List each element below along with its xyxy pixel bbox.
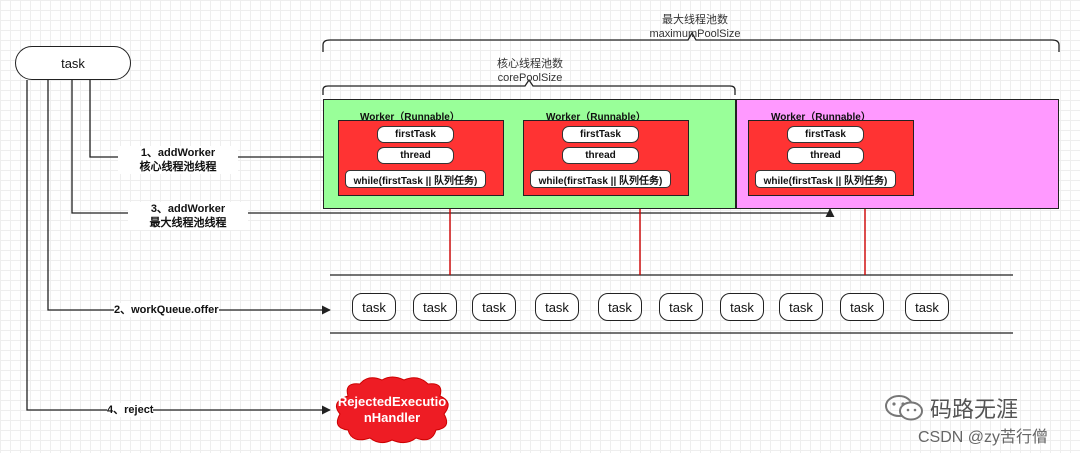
core-pool-title: 核心线程池数 — [497, 58, 563, 70]
handler-label: RejectedExecutionHandler — [337, 394, 447, 425]
queue-task[interactable]: task — [472, 293, 516, 321]
queue-task[interactable]: task — [413, 293, 457, 321]
max-pool-subtitle: maximumPoolSize — [649, 28, 741, 40]
rejected-execution-handler[interactable]: RejectedExecutionHandler — [330, 374, 454, 446]
handler-cloud-shape — [335, 376, 449, 444]
step3-line1: 3、addWorker — [150, 203, 226, 215]
step3-connector — [71, 80, 835, 218]
step2-connector — [47, 80, 331, 315]
while-loop-pill: while(firstTask || 队列任务) — [755, 170, 896, 188]
brand-text: 码路无涯 — [930, 397, 1019, 422]
step4-connector — [26, 80, 331, 415]
queue-task[interactable]: task — [535, 293, 579, 321]
max-pool-title: 最大线程池数 — [662, 14, 728, 26]
step4-label: 4、reject — [107, 403, 154, 417]
first-task-pill: firstTask — [377, 126, 454, 143]
queue-task[interactable]: task — [779, 293, 823, 321]
worker-card[interactable]: firstTask thread while(firstTask || 队列任务… — [523, 120, 689, 196]
worker-title: Worker（Runnable） — [360, 112, 460, 123]
step3-label: 3、addWorker 最大线程池线程 — [128, 202, 248, 230]
while-loop-pill: while(firstTask || 队列任务) — [530, 170, 671, 188]
watermark-brand: 码路无涯 — [884, 392, 1018, 424]
while-loop-pill: while(firstTask || 队列任务) — [345, 170, 486, 188]
first-task-pill: firstTask — [562, 126, 639, 143]
worker-card[interactable]: firstTask thread while(firstTask || 队列任务… — [748, 120, 914, 196]
worker-card[interactable]: firstTask thread while(firstTask || 队列任务… — [338, 120, 504, 196]
queue-task[interactable]: task — [659, 293, 703, 321]
queue-task[interactable]: task — [840, 293, 884, 321]
core-pool-brace — [322, 78, 736, 95]
watermark-credit: CSDN @zy苦行僧 — [918, 429, 1049, 446]
worker-title: Worker（Runnable） — [546, 112, 646, 123]
queue-task[interactable]: task — [905, 293, 949, 321]
queue-task[interactable]: task — [720, 293, 764, 321]
wechat-icon — [885, 395, 923, 421]
core-pool-label: 核心线程池数 corePoolSize — [460, 57, 600, 85]
max-pool-label: 最大线程池数 maximumPoolSize — [620, 13, 770, 41]
queue-task[interactable]: task — [352, 293, 396, 321]
thread-pill: thread — [377, 147, 454, 164]
core-pool-subtitle: corePoolSize — [497, 72, 563, 84]
task-node[interactable]: task — [15, 46, 131, 80]
thread-pill: thread — [562, 147, 639, 164]
step1-line2: 核心线程池线程 — [139, 161, 217, 173]
first-task-pill: firstTask — [787, 126, 864, 143]
queue-task[interactable]: task — [598, 293, 642, 321]
max-pool-brace — [322, 31, 1060, 52]
step2-label: 2、workQueue.offer — [114, 303, 219, 317]
step1-connector — [89, 80, 337, 162]
thread-pill: thread — [787, 147, 864, 164]
step1-label: 1、addWorker 核心线程池线程 — [118, 146, 238, 174]
step1-line1: 1、addWorker — [140, 147, 216, 159]
worker-title: Worker（Runnable） — [771, 112, 871, 123]
step3-line2: 最大线程池线程 — [149, 217, 227, 229]
